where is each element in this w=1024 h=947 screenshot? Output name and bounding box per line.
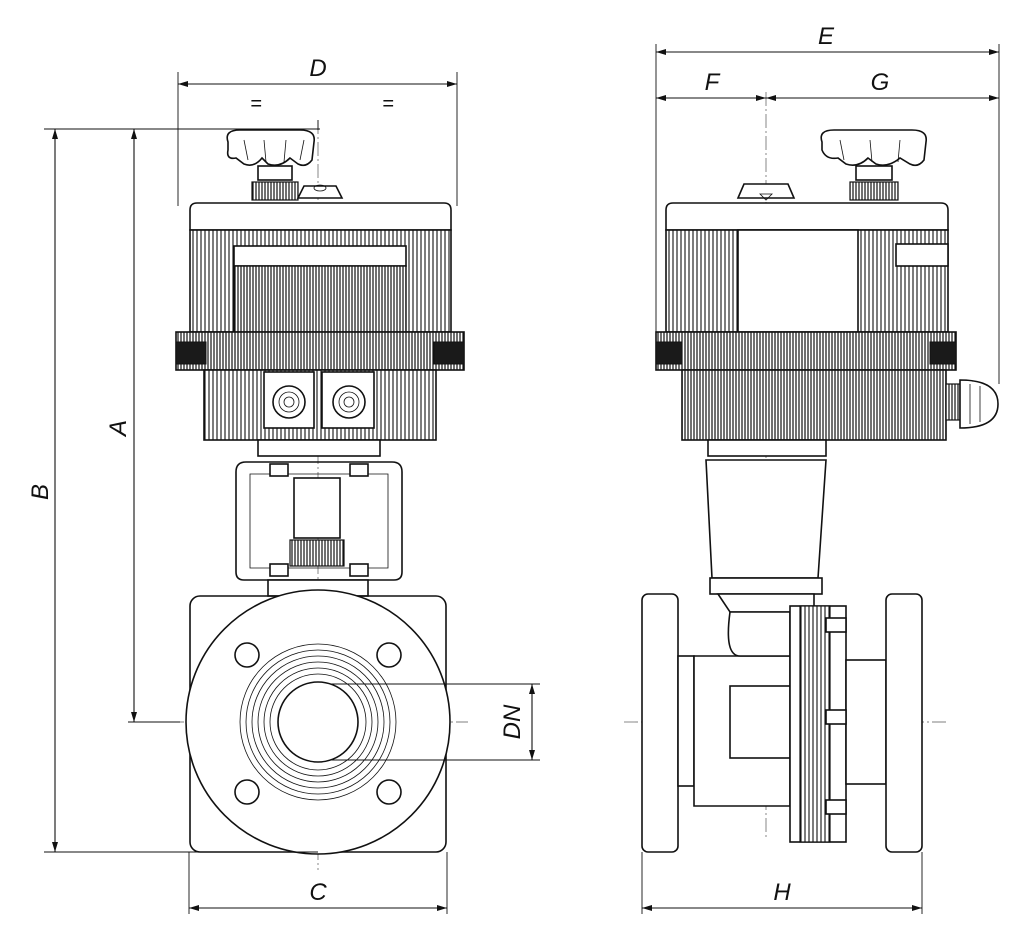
side-cable-gland <box>945 379 999 429</box>
dimension-label-A: A <box>105 420 132 438</box>
side-valve-body <box>641 593 923 853</box>
mounting-bracket <box>235 461 403 581</box>
dimension-label-D: D <box>309 55 326 82</box>
dimension-label-G: G <box>871 69 890 96</box>
dimension-label-B: B <box>27 484 54 500</box>
dimension-label-F: F <box>705 69 721 96</box>
cable-gland-left <box>272 385 306 419</box>
dimension-label-H: H <box>773 879 791 906</box>
clamp-band <box>175 331 465 371</box>
valve-flange <box>185 589 451 855</box>
front-view <box>170 120 468 870</box>
actuator-cover <box>189 202 452 231</box>
lower-housing <box>203 369 437 441</box>
dimension-label-C: C <box>309 879 327 906</box>
side-bracket <box>705 459 827 579</box>
equal-mark-left: = <box>250 93 262 115</box>
side-position-indicator <box>736 183 796 199</box>
dimension-label-DN: DN <box>499 704 526 739</box>
side-dimensions: E F G H <box>641 23 1000 914</box>
position-indicator <box>296 185 344 199</box>
side-handwheel <box>820 129 928 201</box>
cable-gland-right <box>332 385 366 419</box>
equal-mark-right: = <box>382 93 394 115</box>
handwheel <box>226 129 316 201</box>
dimension-label-E: E <box>818 23 835 50</box>
side-view <box>624 92 999 853</box>
front-dimensions: D = = B A C DN <box>27 55 540 914</box>
